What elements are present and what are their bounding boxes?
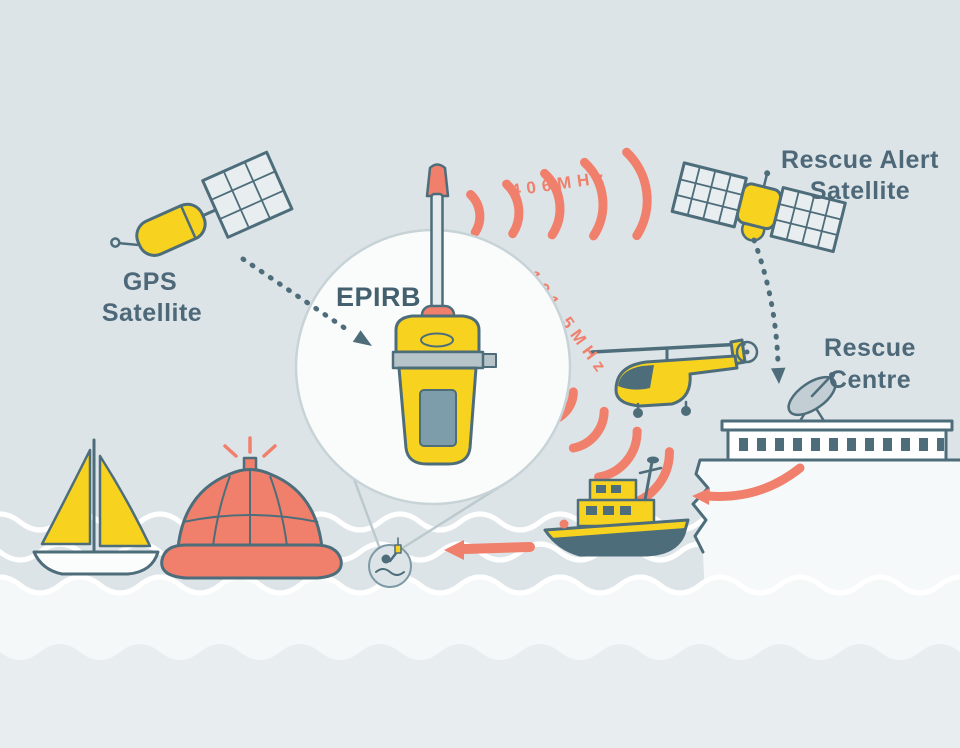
dispatch-arrowhead [692, 488, 710, 505]
radio-waves-406 [466, 147, 652, 241]
small-wave [375, 568, 405, 576]
life-buoy [559, 519, 569, 529]
sailboat-hull [32, 550, 160, 576]
person-head [381, 554, 391, 564]
epirb-label: EPIRB [336, 282, 421, 312]
gps-satellite-label-line2: Satellite [102, 299, 202, 327]
sea-bottom-band [0, 644, 960, 748]
mast-crossbar [638, 466, 663, 475]
jib-sail [98, 454, 152, 548]
wheelhouse-window [611, 485, 621, 493]
raft-tube-base [160, 543, 343, 580]
antenna-tip [110, 237, 121, 248]
epirb-callout [294, 163, 572, 588]
cabin-window [603, 506, 614, 515]
radio-wave-arc [502, 179, 524, 239]
cockpit-window [618, 365, 654, 390]
gps-satellite-icon [110, 150, 294, 257]
rescue-direction-arrow [444, 540, 535, 560]
antenna-cap [425, 163, 450, 198]
rescue-alert-satellite-icon [670, 161, 847, 254]
radio-wave-arc [594, 426, 642, 482]
solar-panel-grid [775, 191, 842, 248]
solar-panel-grid [676, 166, 743, 224]
arrowhead [771, 367, 786, 384]
lifeboat-icon [543, 456, 690, 557]
rescue-centre-label-line2: Centre [829, 366, 911, 394]
dispatch-arrow [692, 463, 805, 505]
dish-feed [810, 374, 833, 398]
life-raft-icon [160, 436, 343, 580]
wheel [681, 406, 691, 416]
boat-mast [643, 460, 654, 502]
radio-wave-arc [540, 168, 565, 240]
satellite-dish-icon [787, 372, 837, 423]
dotted-line [240, 256, 355, 336]
radio-wave-arc [466, 190, 485, 237]
handheld-epirb [394, 544, 402, 554]
building-windows [739, 438, 944, 451]
arrowhead [352, 330, 372, 346]
satellite-antenna [117, 241, 139, 247]
rescue-centre-label-line1: Rescue [824, 334, 916, 362]
beacon-flash-rays [223, 436, 277, 458]
epirb-device [391, 163, 497, 466]
wave-line [0, 574, 960, 596]
tail-rotor-hub [744, 349, 750, 355]
side-tab [482, 353, 497, 368]
dome-detail-ring [420, 332, 454, 348]
radio-wave-arc [622, 147, 652, 241]
body-cap-line [180, 206, 197, 238]
cliff [693, 460, 960, 600]
antenna-tip [764, 170, 771, 177]
person-in-water [368, 537, 412, 588]
sea [0, 574, 960, 748]
canopy-seams [182, 470, 319, 547]
epirb-front-panel [419, 389, 457, 447]
hull-waterline-band [551, 528, 685, 555]
callout-line [352, 478, 382, 550]
rescue-centre-building [720, 372, 954, 462]
tail-rotor [735, 340, 759, 364]
rescue-centre-area [691, 372, 960, 600]
satellite-antenna [762, 173, 768, 189]
rescue-alert-satellite-label-line1: Rescue Alert [781, 146, 939, 174]
satellite-body [735, 182, 783, 231]
satellite-downlink-arrow [751, 237, 786, 384]
dish-feed-tip [829, 372, 835, 378]
dispatch-arrow-curve [703, 463, 805, 501]
arrowhead [444, 540, 464, 560]
radio-wave-arc [568, 406, 609, 453]
panel-strut [201, 208, 218, 218]
mainsail [40, 448, 92, 546]
radio-wave-arc [580, 157, 608, 241]
solar-panel-grid [210, 161, 285, 229]
sailboat-icon [32, 438, 160, 576]
dotted-line [751, 237, 781, 367]
cabin-window [620, 506, 631, 515]
wheel [633, 408, 643, 418]
epirb-collar-band [391, 350, 485, 370]
rescue-alert-satellite-label-line2: Satellite [810, 177, 910, 205]
person-circle [368, 544, 412, 588]
gps-satellite-label-line1: GPS [123, 268, 177, 296]
gps-signal-arrow [240, 256, 372, 346]
wheelhouse-window [596, 485, 606, 493]
arrow-shaft [460, 542, 535, 554]
helicopter-icon [590, 338, 759, 418]
radar-unit [647, 456, 659, 464]
cabin-window [586, 506, 597, 515]
